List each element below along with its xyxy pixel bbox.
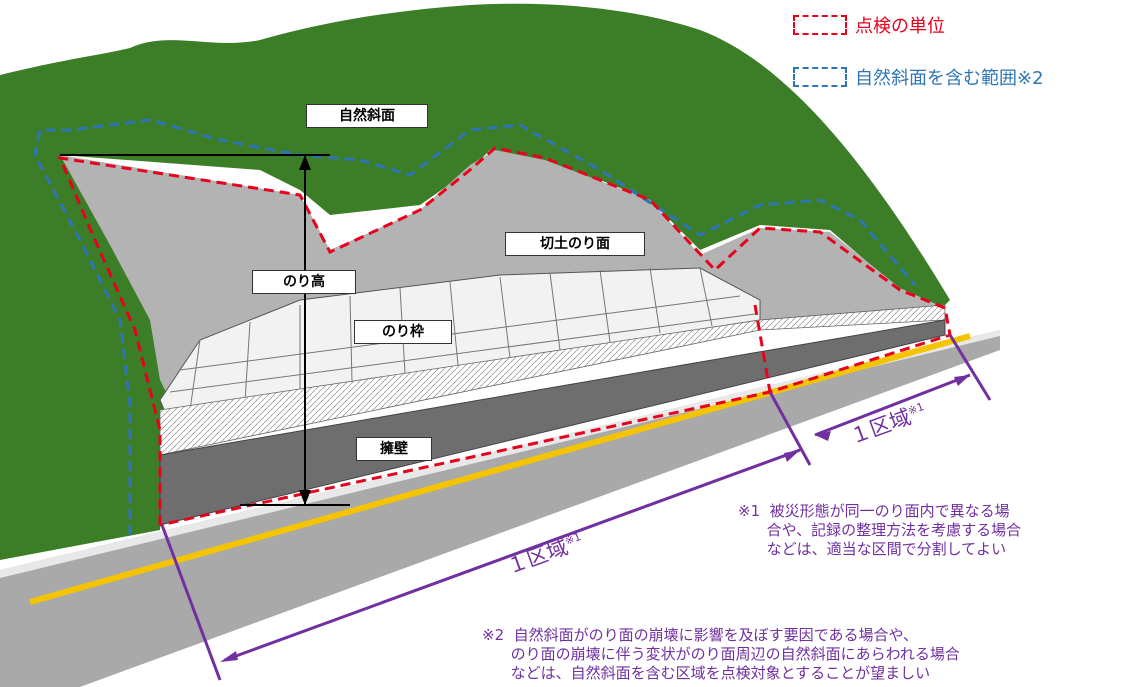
road-centerline	[29, 333, 971, 605]
road	[0, 330, 1000, 687]
label-natural-slope: 自然斜面	[306, 104, 428, 128]
legend-natural-slope-range-label: 自然斜面を含む範囲※2	[855, 68, 1044, 89]
red-dashed-swatch-icon	[793, 15, 847, 35]
label-retaining-wall: 擁壁	[356, 437, 432, 461]
note-1: ※1 被災形態が同一のり面内で異なる場 合や、記録の整理方法を考慮する場合 など…	[738, 502, 1022, 558]
legend-natural-slope-range: 自然斜面を含む範囲※2	[793, 64, 1044, 90]
blue-dashed-swatch-icon	[793, 67, 847, 87]
inspection-unit-outline	[57, 146, 952, 527]
note-2: ※2 自然斜面がのり面の崩壊に影響を及ぼす要因である場合や、 のり面の崩壊に伴う…	[482, 626, 960, 682]
label-slope-frame: のり枠	[354, 320, 452, 344]
legend-inspection-unit-label: 点検の単位	[855, 16, 945, 37]
label-slope-height: のり高	[252, 270, 356, 294]
legend-inspection-unit: 点検の単位	[793, 12, 945, 38]
label-cut-slope: 切土のり面	[505, 232, 645, 256]
natural-slope-range-outline	[33, 118, 917, 535]
road-edge	[0, 330, 1000, 578]
inspection-unit-divider	[753, 304, 772, 393]
